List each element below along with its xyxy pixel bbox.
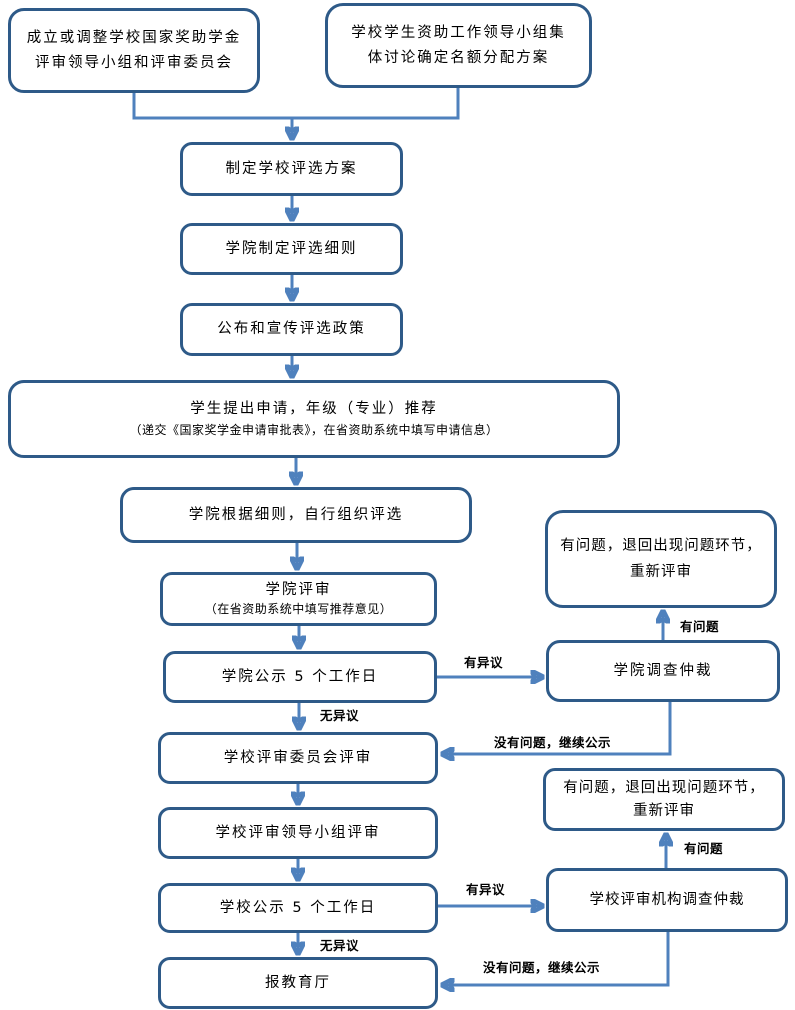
edge-label-problem-2: 有问题 (684, 841, 724, 856)
node-text-line: 学生提出申请，年级（专业）推荐 (190, 401, 438, 418)
node-text-line: 学院根据细则，自行组织评选 (188, 506, 404, 523)
node-school-arbitration: 学校评审机构调查仲裁 (546, 868, 788, 932)
node-text-line: 公布和宣传评选政策 (217, 321, 366, 338)
node-publicize-policy: 公布和宣传评选政策 (180, 303, 403, 356)
node-school-plan: 制定学校评选方案 (180, 142, 403, 196)
edge-label-objection-2: 有异议 (466, 882, 506, 897)
edge-school-arbitration-to-report (442, 932, 670, 985)
edge-label-problem-1: 有问题 (680, 619, 720, 634)
node-text-line: 重新评审 (630, 564, 692, 580)
node-college-organize: 学院根据细则，自行组织评选 (120, 487, 472, 543)
node-text-line: 制定学校评选方案 (225, 160, 358, 177)
node-text-line: 体讨论确定名额分配方案 (367, 50, 550, 66)
node-college-rules: 学院制定评选细则 (180, 223, 403, 275)
edge-label-objection-1: 有异议 (464, 655, 504, 670)
node-text-line: 学院调查仲裁 (613, 662, 713, 679)
node-subtext-line: （在省资助系统中填写推荐意见） (204, 602, 393, 617)
node-college-publicity: 学院公示 5 个工作日 (163, 651, 437, 703)
edge-label-no-problem-continue-1: 没有问题，继续公示 (494, 735, 612, 750)
edge-label-no-objection-2: 无异议 (320, 938, 360, 953)
node-school-publicity: 学校公示 5 个工作日 (158, 883, 438, 933)
node-return-rework-2: 有问题，退回出现问题环节， 重新评审 (543, 768, 785, 831)
node-text-line: 学校公示 5 个工作日 (219, 899, 377, 916)
node-quota-plan: 学校学生资助工作领导小组集 体讨论确定名额分配方案 (325, 3, 592, 88)
node-text-line: 学院制定评选细则 (225, 240, 358, 257)
node-text-line: 重新评审 (633, 803, 695, 819)
node-text-line: 学院评审 (265, 582, 332, 599)
edge-merge-top (132, 88, 460, 120)
node-student-apply: 学生提出申请，年级（专业）推荐 （递交《国家奖学金申请审批表》，在省资助系统中填… (8, 380, 620, 458)
edge-label-no-problem-continue-2: 没有问题，继续公示 (483, 960, 601, 975)
node-text-line: 学院公示 5 个工作日 (221, 668, 379, 685)
node-text-line: 学校评审领导小组评审 (215, 824, 381, 841)
node-school-committee-review: 学校评审委员会评审 (158, 732, 438, 784)
edge-label-no-objection-1: 无异议 (320, 708, 360, 723)
node-college-review: 学院评审 （在省资助系统中填写推荐意见） (160, 572, 437, 626)
node-school-leading-group-review: 学校评审领导小组评审 (158, 807, 438, 859)
node-return-rework-1: 有问题，退回出现问题环节， 重新评审 (545, 510, 777, 608)
edge-college-arbitration-to-school-committee (442, 702, 672, 754)
node-text-line: 学校评审机构调查仲裁 (589, 891, 745, 908)
node-college-arbitration: 学院调查仲裁 (546, 640, 780, 702)
node-text-line: 报教育厅 (265, 974, 331, 991)
node-text-line: 学校评审委员会评审 (223, 749, 373, 766)
node-subtext-line: （递交《国家奖学金申请审批表》，在省资助系统中填写申请信息） (129, 423, 499, 438)
node-setup-committee: 成立或调整学校国家奖助学金 评审领导小组和评审委员会 (8, 8, 260, 93)
node-text-line: 成立或调整学校国家奖助学金 (26, 29, 242, 46)
node-text-line: 学校学生资助工作领导小组集 (351, 24, 566, 41)
node-text-line: 有问题，退回出现问题环节， (560, 537, 762, 554)
node-report-education-dept: 报教育厅 (158, 957, 438, 1009)
node-text-line: 有问题，退回出现问题环节， (563, 779, 765, 796)
node-text-line: 评审领导小组和评审委员会 (35, 55, 233, 71)
